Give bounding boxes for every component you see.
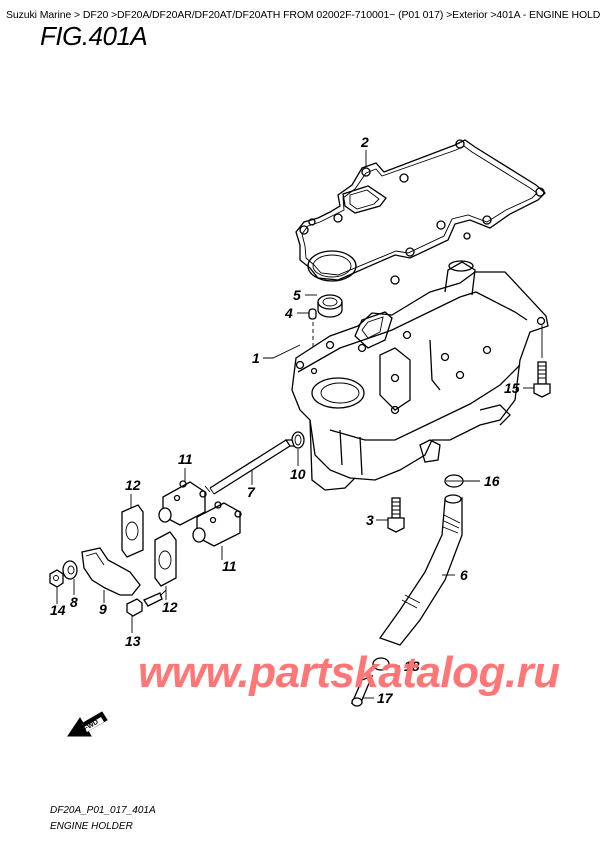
callout-12-left[interactable]: 12 (125, 477, 141, 493)
part-washer[interactable] (62, 560, 78, 580)
callout-9[interactable]: 9 (99, 601, 107, 617)
breadcrumb-item-df20[interactable]: DF20 (82, 9, 109, 21)
callout-12-right[interactable]: 12 (162, 599, 178, 615)
figure-name: ENGINE HOLDER (50, 821, 133, 832)
callout-18[interactable]: 18 (404, 658, 420, 674)
breadcrumb-separator: > (71, 9, 83, 21)
breadcrumb-separator: > (108, 9, 118, 21)
part-hose[interactable] (378, 494, 463, 646)
part-engine-holder[interactable] (291, 260, 549, 491)
callout-5[interactable]: 5 (293, 287, 301, 303)
breadcrumb-item-exterior[interactable]: Exterior (452, 9, 488, 21)
part-joint-upper[interactable] (158, 480, 207, 526)
callout-1[interactable]: 1 (252, 350, 260, 366)
part-dowel-pin[interactable] (308, 308, 317, 350)
callout-13[interactable]: 13 (125, 633, 141, 649)
breadcrumb-item-engine-holder[interactable]: 401A - ENGINE HOLDER (496, 9, 600, 21)
callout-17[interactable]: 17 (377, 690, 394, 706)
figure-title: FIG.401A (40, 21, 148, 51)
callout-11-lower[interactable]: 11 (222, 558, 237, 574)
fwd-label: FWD (83, 719, 100, 733)
fwd-arrow-icon: FWD (67, 711, 108, 737)
part-bolt-3[interactable] (387, 497, 405, 533)
callout-8[interactable]: 8 (70, 594, 78, 610)
part-fitting[interactable] (350, 674, 374, 707)
breadcrumb-separator: > (443, 9, 453, 21)
part-nut[interactable] (49, 569, 64, 588)
callout-3[interactable]: 3 (366, 512, 374, 528)
part-gasket[interactable] (295, 139, 546, 285)
part-gasket-small-left[interactable] (121, 504, 144, 558)
callout-10[interactable]: 10 (290, 466, 306, 482)
callout-2[interactable]: 2 (360, 134, 369, 150)
part-bolt-13[interactable] (126, 589, 167, 617)
part-joint-lower[interactable] (192, 501, 242, 547)
part-oil-seal[interactable] (317, 294, 343, 318)
figure-code: DF20A_P01_017_401A (50, 805, 156, 816)
breadcrumb-item-suzuki-marine[interactable]: Suzuki Marine (6, 9, 72, 21)
part-gasket-small-right[interactable] (154, 531, 177, 587)
callouts: 2 5 4 1 15 10 7 11 12 11 12 9 8 14 13 3 (50, 134, 534, 706)
part-bracket[interactable] (81, 547, 141, 596)
callout-11-upper[interactable]: 11 (178, 451, 193, 467)
breadcrumb-separator: > (487, 9, 497, 21)
part-clip-18[interactable] (372, 657, 390, 671)
callout-6[interactable]: 6 (460, 567, 468, 583)
breadcrumb-item-model[interactable]: DF20A/DF20AR/DF20AT/DF20ATH FROM 02002F-… (117, 9, 444, 21)
watermark: www.partskatalog.ru (138, 648, 560, 697)
part-clip-16[interactable] (444, 474, 464, 488)
part-bolt-15[interactable] (533, 325, 551, 398)
callout-14[interactable]: 14 (50, 602, 66, 618)
callout-16[interactable]: 16 (484, 473, 500, 489)
breadcrumb: Suzuki Marine > DF20 >DF20A/DF20AR/DF20A… (6, 9, 600, 21)
callout-4[interactable]: 4 (284, 305, 293, 321)
callout-7[interactable]: 7 (247, 484, 256, 500)
callout-15[interactable]: 15 (504, 380, 520, 396)
